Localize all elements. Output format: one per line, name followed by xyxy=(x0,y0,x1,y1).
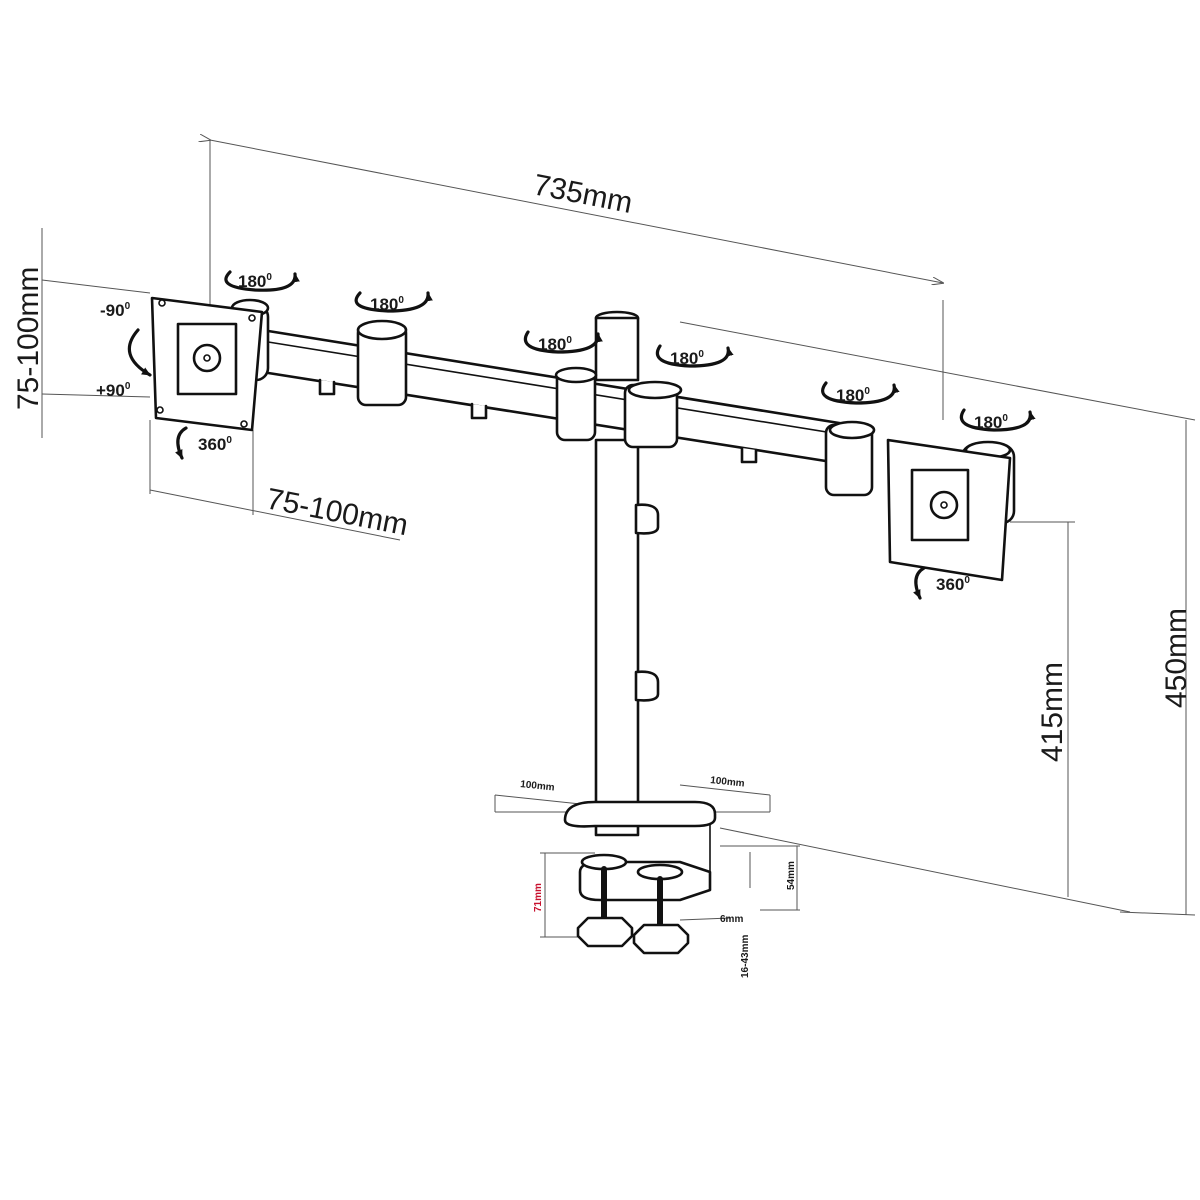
svg-text:-900: -900 xyxy=(100,301,131,320)
clamp-depth-label: 54mm xyxy=(786,861,797,890)
svg-text:+900: +900 xyxy=(96,381,131,400)
clamp-plate-label: 6mm xyxy=(720,914,743,925)
pole xyxy=(594,310,660,837)
svg-text:1800: 1800 xyxy=(974,413,1008,432)
svg-text:1800: 1800 xyxy=(670,349,704,368)
svg-text:1800: 1800 xyxy=(538,335,572,354)
svg-text:1800: 1800 xyxy=(238,272,272,291)
desk-thickness-label: 16-43mm xyxy=(740,935,751,978)
vesa-height-label: 75-100mm xyxy=(12,267,45,410)
base-left-label: 100mm xyxy=(520,779,556,794)
base-right-label: 100mm xyxy=(710,775,746,790)
svg-text:1800: 1800 xyxy=(370,295,404,314)
rotation-labels: 1800 1800 1800 1800 1800 1800 -900 +900 … xyxy=(96,272,1008,594)
svg-text:3600: 3600 xyxy=(198,435,232,454)
rotation-arrows xyxy=(127,270,1036,600)
pole-height-label: 450mm xyxy=(1160,608,1193,708)
arm-height-label: 415mm xyxy=(1036,662,1069,762)
base-clamp xyxy=(563,800,717,955)
arm-span-label: 735mm xyxy=(531,168,636,219)
vesa-plate-left xyxy=(150,296,264,432)
svg-text:1800: 1800 xyxy=(836,386,870,405)
vesa-width-label: 75-100mm xyxy=(264,482,411,542)
clamp-height-label: 71mm xyxy=(533,883,544,912)
vesa-plate-right xyxy=(886,438,1012,582)
svg-text:3600: 3600 xyxy=(936,575,970,594)
